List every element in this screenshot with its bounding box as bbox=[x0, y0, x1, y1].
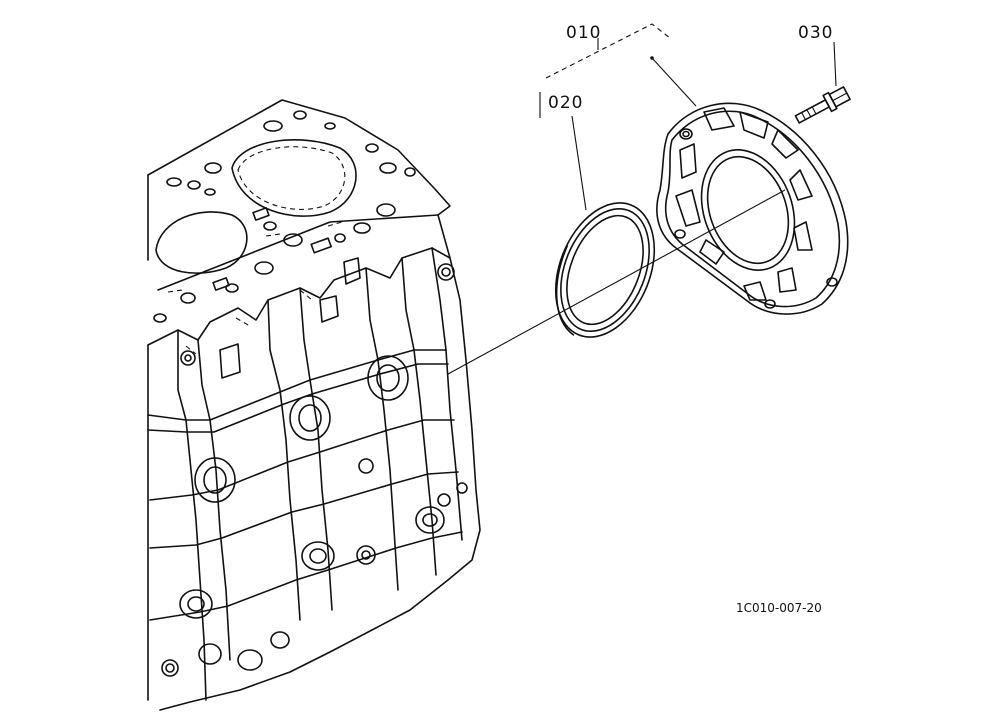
leader-lines bbox=[539, 23, 837, 211]
hex-flange-bolt bbox=[794, 86, 851, 124]
assembly-axis-line bbox=[447, 189, 786, 375]
callout-030: 030 bbox=[798, 23, 833, 43]
oil-seal bbox=[554, 202, 656, 338]
callout-020: 020 bbox=[548, 93, 583, 113]
engine-block bbox=[147, 99, 481, 711]
figure-id: 1C010-007-20 bbox=[736, 601, 822, 615]
callout-010: 010 bbox=[566, 23, 601, 43]
oil-seal-case bbox=[656, 102, 849, 315]
